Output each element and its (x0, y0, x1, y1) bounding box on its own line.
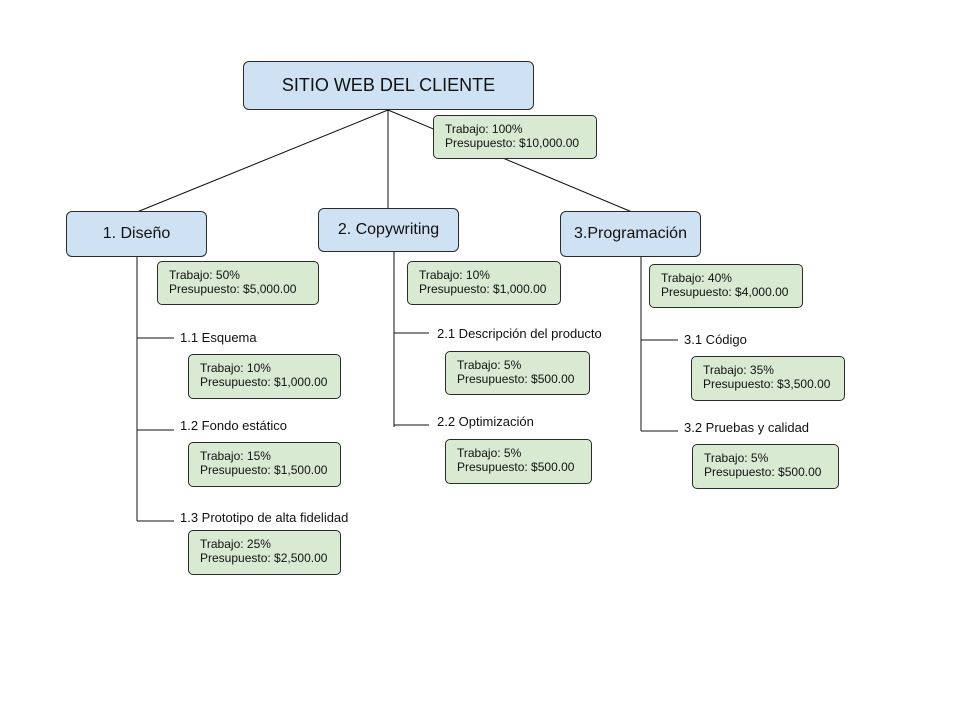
work-value: Trabajo: 5% (457, 358, 522, 372)
work-value: Trabajo: 100% (445, 122, 523, 136)
task-card-1-1: Trabajo: 10% Presupuesto: $1,000.00 (188, 354, 341, 399)
root-summary-card: Trabajo: 100% Presupuesto: $10,000.00 (433, 115, 597, 159)
work-value: Trabajo: 5% (457, 446, 522, 460)
connector-root-programacion (387, 109, 633, 213)
task-card-2-1: Trabajo: 5% Presupuesto: $500.00 (445, 351, 590, 395)
budget-value: Presupuesto: $10,000.00 (445, 136, 580, 150)
work-value: Trabajo: 40% (661, 271, 732, 285)
budget-value: Presupuesto: $1,000.00 (200, 375, 328, 389)
task-label-1-3: 1.3 Prototipo de alta fidelidad (180, 510, 349, 525)
category-node-diseno: 1. Diseño (66, 211, 207, 257)
category-node-copywriting: 2. Copywriting (318, 208, 459, 252)
category-summary-card-diseno: Trabajo: 50% Presupuesto: $5,000.00 (157, 261, 319, 305)
work-value: Trabajo: 10% (419, 268, 490, 282)
work-value: Trabajo: 35% (703, 363, 774, 377)
task-label-1-2: 1.2 Fondo estático (180, 418, 287, 433)
category-summary-card-copywriting: Trabajo: 10% Presupuesto: $1,000.00 (407, 261, 561, 305)
root-node: SITIO WEB DEL CLIENTE (243, 61, 534, 110)
task-card-1-2: Trabajo: 15% Presupuesto: $1,500.00 (188, 442, 341, 487)
task-card-2-2: Trabajo: 5% Presupuesto: $500.00 (445, 439, 592, 484)
budget-value: Presupuesto: $1,000.00 (419, 282, 547, 296)
budget-value: Presupuesto: $3,500.00 (703, 377, 831, 391)
task-card-1-3: Trabajo: 25% Presupuesto: $2,500.00 (188, 530, 341, 575)
budget-value: Presupuesto: $500.00 (704, 465, 822, 479)
task-label-3-1: 3.1 Código (684, 332, 747, 347)
work-value: Trabajo: 50% (169, 268, 240, 282)
budget-value: Presupuesto: $4,000.00 (661, 285, 789, 299)
task-label-3-2: 3.2 Pruebas y calidad (684, 420, 810, 435)
task-label-2-1: 2.1 Descripción del producto (437, 326, 602, 341)
task-card-3-1: Trabajo: 35% Presupuesto: $3,500.00 (691, 356, 845, 401)
task-card-3-2: Trabajo: 5% Presupuesto: $500.00 (692, 444, 839, 489)
work-value: Trabajo: 10% (200, 361, 271, 375)
budget-value: Presupuesto: $2,500.00 (200, 551, 328, 565)
budget-value: Presupuesto: $500.00 (457, 460, 575, 474)
category-summary-card-programacion: Trabajo: 40% Presupuesto: $4,000.00 (649, 264, 803, 308)
connector-root-diseno (136, 109, 389, 213)
task-label-2-2: 2.2 Optimización (437, 414, 534, 429)
task-label-1-1: 1.1 Esquema (180, 330, 257, 345)
category-node-programacion: 3.Programación (560, 211, 701, 257)
work-value: Trabajo: 15% (200, 449, 271, 463)
work-value: Trabajo: 5% (704, 451, 769, 465)
budget-value: Presupuesto: $1,500.00 (200, 463, 328, 477)
work-value: Trabajo: 25% (200, 537, 271, 551)
budget-value: Presupuesto: $5,000.00 (169, 282, 297, 296)
budget-value: Presupuesto: $500.00 (457, 372, 575, 386)
